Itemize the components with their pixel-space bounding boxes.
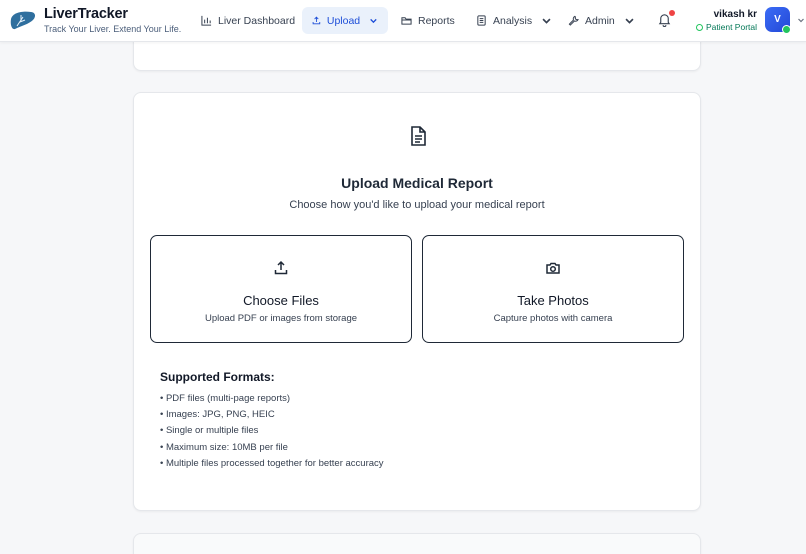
upload-icon (274, 260, 288, 275)
supported-formats-heading: Supported Formats: (160, 370, 275, 384)
liver-logo-icon (10, 11, 36, 30)
document-icon (411, 126, 426, 146)
user-role: Patient Portal (695, 22, 757, 32)
upload-subtitle: Choose how you'd like to upload your med… (289, 199, 545, 211)
nav-label: Admin (585, 14, 615, 27)
option-subtitle: Capture photos with camera (493, 313, 613, 324)
nav-label: Reports (418, 14, 455, 27)
nav-label: Liver Dashboard (218, 14, 296, 27)
nav-reports[interactable]: Reports (391, 7, 465, 34)
brand-tagline: Track Your Liver. Extend Your Life. (44, 24, 182, 34)
user-menu-chevron-icon[interactable] (797, 16, 805, 24)
user-name: vikash kr (713, 9, 757, 20)
upload-title: Upload Medical Report (341, 175, 493, 191)
clipboard-icon (477, 15, 486, 26)
nav-liver-dashboard[interactable]: Liver Dashboard (191, 7, 305, 34)
online-status-dot (782, 25, 791, 34)
chevron-down-icon (370, 18, 377, 24)
folder-icon (401, 17, 412, 25)
next-card (133, 533, 701, 554)
nav-label: Upload (326, 14, 361, 27)
nav-analysis[interactable]: Analysis (466, 7, 562, 34)
chevron-down-icon (542, 18, 551, 24)
upload-card: Upload Medical Report Choose how you'd l… (133, 92, 701, 511)
bar-chart-icon (201, 15, 212, 26)
status-ring-icon (695, 23, 703, 31)
format-item: Single or multiple files (160, 423, 384, 439)
supported-formats-list: PDF files (multi-page reports) Images: J… (160, 391, 384, 472)
format-item: Maximum size: 10MB per file (160, 440, 384, 456)
format-item: PDF files (multi-page reports) (160, 391, 384, 407)
upload-icon (312, 16, 321, 25)
wrench-icon (568, 15, 579, 26)
bell-icon[interactable] (657, 12, 672, 27)
option-title: Take Photos (517, 293, 589, 308)
take-photos-button[interactable]: Take Photos Capture photos with camera (422, 235, 684, 343)
option-subtitle: Upload PDF or images from storage (204, 313, 358, 324)
nav-upload[interactable]: Upload (302, 7, 388, 34)
user-role-label: Patient Portal (705, 22, 757, 32)
camera-icon (546, 262, 560, 274)
nav-admin[interactable]: Admin (558, 7, 645, 34)
top-navbar: LiverTracker Track Your Liver. Extend Yo… (0, 0, 806, 42)
brand-title[interactable]: LiverTracker (44, 6, 128, 22)
choose-files-button[interactable]: Choose Files Upload PDF or images from s… (150, 235, 412, 343)
nav-label: Analysis (493, 14, 533, 27)
format-item: Images: JPG, PNG, HEIC (160, 407, 384, 423)
format-item: Multiple files processed together for be… (160, 456, 384, 472)
chevron-down-icon (625, 18, 634, 24)
option-title: Choose Files (243, 293, 319, 308)
notification-badge (669, 10, 675, 16)
